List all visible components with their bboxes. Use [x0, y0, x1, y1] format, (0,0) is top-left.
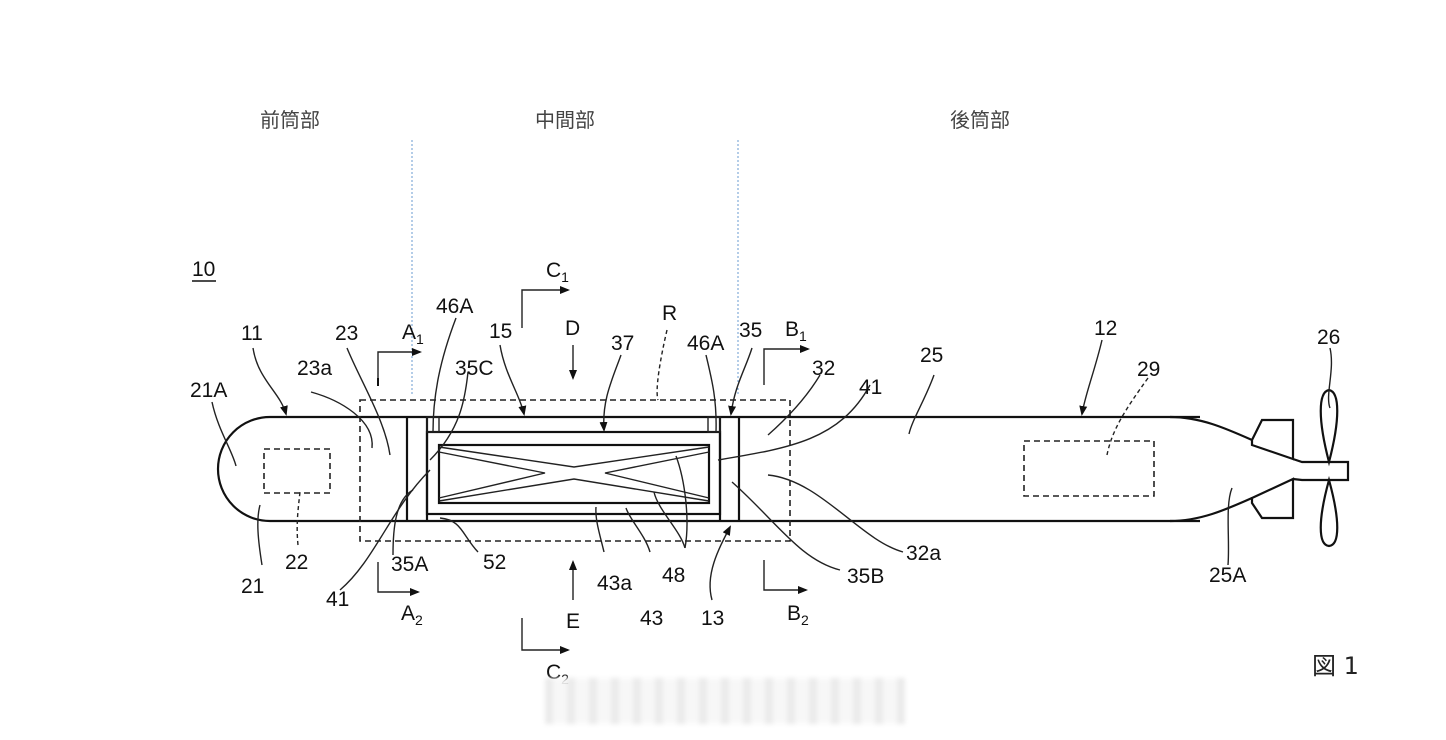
ref-25: 25 — [920, 344, 943, 367]
device-ref-label: 10 — [192, 258, 215, 281]
section-label-rear: 後筒部 — [950, 108, 1010, 132]
ref-37: 37 — [611, 332, 634, 355]
ref-23a: 23a — [297, 357, 332, 380]
ref-25A: 25A — [1209, 564, 1246, 587]
ref-35: 35 — [739, 319, 762, 342]
ref-43: 43 — [640, 607, 663, 630]
ref-41-right: 41 — [859, 376, 882, 399]
marker-A1-label: A1 — [402, 321, 424, 347]
hull — [216, 388, 1350, 548]
ref-43a: 43a — [597, 572, 632, 595]
ref-32a: 32a — [906, 542, 941, 565]
ref-11: 11 — [241, 322, 263, 345]
marker-C1-label: C1 — [546, 259, 569, 285]
ref-52: 52 — [483, 551, 506, 574]
ref-13: 13 — [701, 607, 724, 630]
section-marker-A1 — [377, 348, 422, 386]
section-label-front: 前筒部 — [260, 108, 320, 132]
ref-E: E — [566, 610, 580, 633]
region-R-box — [359, 399, 791, 542]
shaft — [1292, 457, 1350, 482]
fin-top — [1250, 418, 1295, 461]
ref-32: 32 — [812, 357, 835, 380]
hull-outline — [216, 415, 1200, 523]
ref-46A-left: 46A — [436, 295, 473, 318]
leader-lines — [211, 317, 1333, 601]
ref-21A: 21A — [190, 379, 227, 402]
section-marker-C1 — [521, 286, 570, 328]
component-22-box — [263, 448, 331, 494]
tank-43 — [437, 443, 711, 505]
section-marker-B1 — [763, 345, 810, 385]
ref-48: 48 — [662, 564, 685, 587]
ref-35B: 35B — [847, 565, 884, 588]
section-marker-C2 — [521, 618, 570, 654]
ref-41-left: 41 — [326, 588, 349, 611]
tail-taper-bottom — [1169, 496, 1253, 523]
section-marker-B2 — [763, 560, 808, 594]
marker-B2-label: B2 — [787, 602, 809, 628]
ref-22: 22 — [285, 551, 308, 574]
ref-23: 23 — [335, 322, 358, 345]
ref-26: 26 — [1317, 326, 1340, 349]
component-29-box — [1023, 440, 1155, 497]
ref-29: 29 — [1137, 358, 1160, 381]
middle-structure — [405, 416, 741, 521]
section-label-middle: 中間部 — [535, 108, 595, 132]
block-46A-right — [707, 416, 721, 433]
ref-35A: 35A — [391, 553, 428, 576]
ref-15: 15 — [489, 320, 512, 343]
section-marker-A2 — [377, 562, 420, 596]
marker-A2-label: A2 — [401, 602, 423, 628]
ref-35C: 35C — [455, 357, 494, 380]
propeller-blade-bottom — [1319, 475, 1339, 548]
ref-12: 12 — [1094, 317, 1117, 340]
ref-46A-right: 46A — [687, 332, 724, 355]
watermark-overlay — [545, 678, 905, 724]
ref-21: 21 — [241, 575, 264, 598]
marker-B1-label: B1 — [785, 318, 807, 344]
ref-D: D — [565, 317, 580, 340]
tail-taper-top — [1169, 415, 1253, 442]
figure-number: 図 1 — [1312, 652, 1359, 680]
ref-R: R — [662, 302, 677, 325]
fin-bottom — [1250, 477, 1295, 520]
